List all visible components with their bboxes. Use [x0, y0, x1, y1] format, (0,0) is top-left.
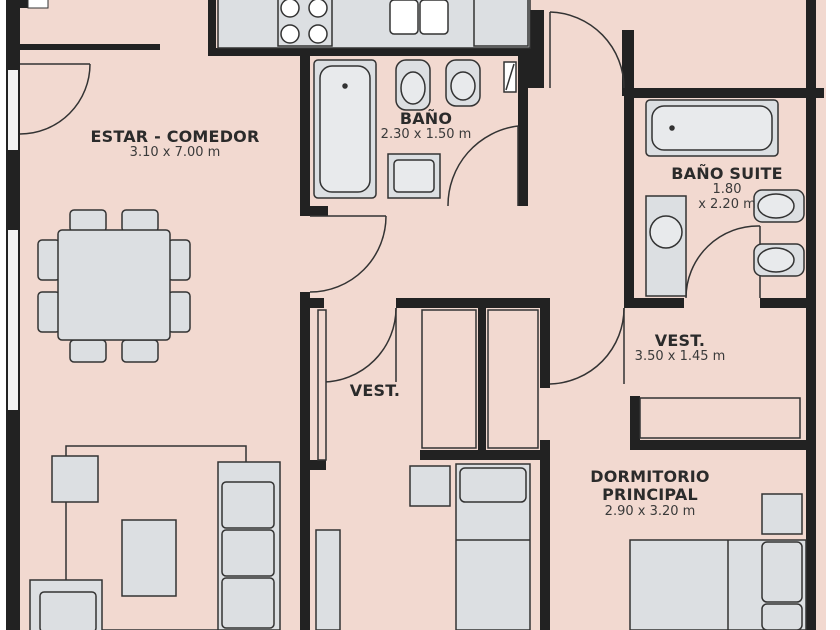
vest-left-label: VEST.: [340, 381, 410, 400]
kitchen-counter: [217, 0, 531, 49]
vest-right-label: VEST. 3.50 x 1.45 m: [620, 331, 740, 365]
bano-suite-dims-1: 1.80: [712, 182, 742, 198]
living-furniture: [29, 445, 281, 630]
bano-label: BAÑO 2.30 x 1.50 m: [366, 109, 486, 143]
estar-comedor-label: ESTAR - COMEDOR 3.10 x 7.00 m: [70, 127, 280, 161]
vest-right-dims: 3.50 x 1.45 m: [634, 349, 726, 365]
small-window-top-left: [27, 0, 49, 9]
outside-right-strip: [826, 0, 840, 630]
dormitorio-name-1: DORMITORIO: [590, 467, 710, 486]
dormitorio-name-2: PRINCIPAL: [602, 485, 698, 505]
bano-name: BAÑO: [399, 109, 453, 128]
wardrobes: [317, 309, 801, 461]
bano-dims: 2.30 x 1.50 m: [380, 127, 472, 143]
bano-suite-name: BAÑO SUITE: [671, 164, 783, 183]
dormitorio-label: DORMITORIO PRINCIPAL 2.90 x 3.20 m: [580, 467, 720, 520]
vest-right-name: VEST.: [654, 331, 706, 350]
dormitorio-dims: 2.90 x 3.20 m: [604, 503, 696, 519]
estar-comedor-name: ESTAR - COMEDOR: [90, 127, 260, 146]
bano-suite-fixtures: [645, 99, 805, 297]
dining-table: [37, 209, 191, 363]
estar-comedor-dims: 3.10 x 7.00 m: [129, 145, 221, 161]
bano-fixtures: [313, 59, 517, 199]
bano-suite-dims-2: x 2.20 m: [698, 197, 756, 213]
vest-left-name: VEST.: [349, 381, 401, 400]
doors: [19, 11, 761, 385]
beds: [315, 463, 807, 630]
bano-suite-label: BAÑO SUITE 1.80 x 2.20 m: [662, 164, 792, 213]
